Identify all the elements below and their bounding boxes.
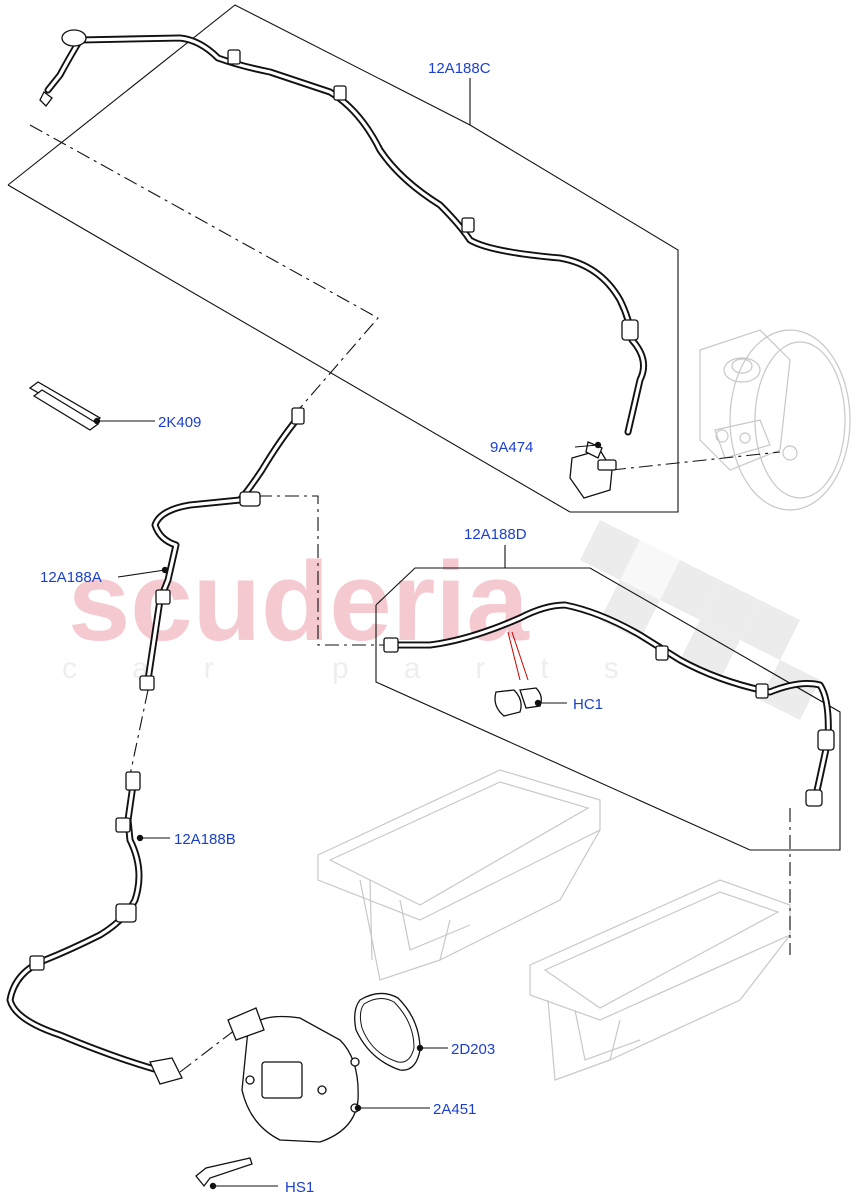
- checkered-flag-logo: [580, 520, 820, 720]
- callout-2K409: 2K409: [158, 414, 201, 431]
- clip-HC1: [494, 687, 542, 717]
- callout-9A474: 9A474: [490, 439, 533, 456]
- hose-12A188B: [6, 771, 183, 1085]
- callout-2D203: 2D203: [451, 1041, 495, 1058]
- callout-12A188D: 12A188D: [464, 526, 527, 543]
- callout-labels: 12A188C 2K409 9A474 12A188D 12A188A HC1 …: [40, 60, 603, 1196]
- callout-12A188C: 12A188C: [428, 60, 491, 77]
- gasket-2D203: [354, 992, 421, 1071]
- connection-lines: [29, 124, 791, 1073]
- callout-HS1: HS1: [285, 1179, 314, 1196]
- callout-12A188B: 12A188B: [174, 831, 236, 848]
- callout-2A451: 2A451: [433, 1101, 476, 1118]
- oil-pan-lower-ghost: [529, 879, 791, 1081]
- frame-12A188C: [7, 4, 679, 513]
- hose-12A188A: [139, 407, 305, 691]
- clip-2K409: [28, 381, 102, 431]
- callout-HC1: HC1: [573, 696, 603, 713]
- hose-12A188C: [39, 29, 648, 436]
- frame-12A188D: [375, 567, 841, 851]
- valve-9A474: [569, 441, 617, 499]
- brake-booster-ghost: [699, 329, 851, 511]
- watermark-brand: scuderia: [68, 539, 529, 664]
- leader-lines: [93, 78, 602, 1190]
- bolt-HS1: [195, 1157, 253, 1188]
- vacuum-pump-2A451: [227, 1007, 360, 1143]
- oil-pan-upper-ghost: [317, 769, 601, 981]
- callout-12A188A: 12A188A: [40, 569, 102, 586]
- hose-12A188D: [383, 601, 835, 807]
